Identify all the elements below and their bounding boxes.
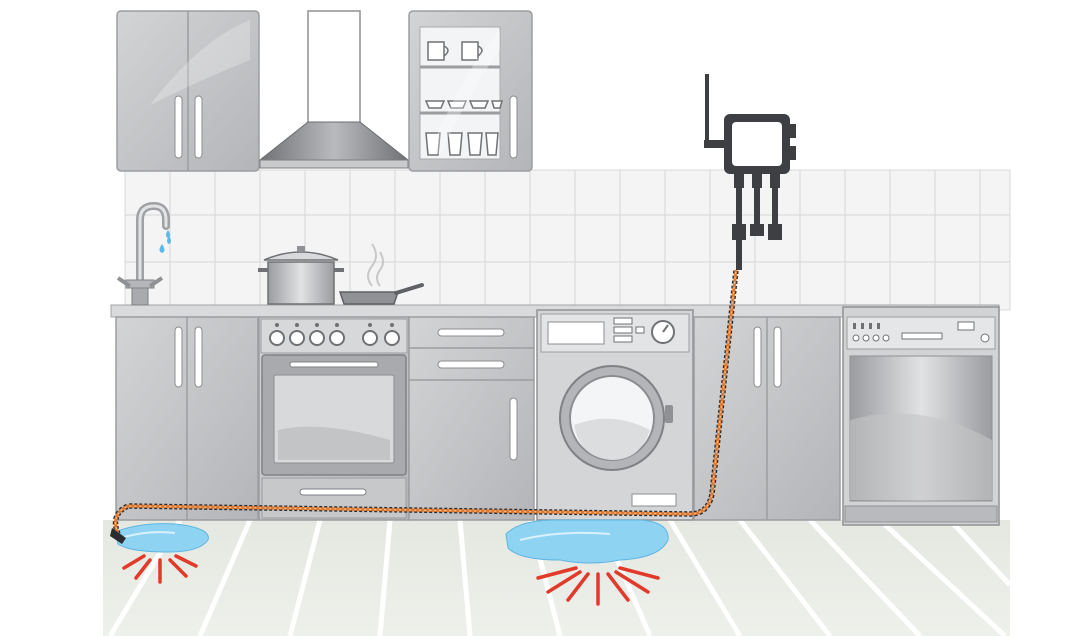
drawer-handle bbox=[437, 328, 505, 337]
cabinet-handle bbox=[174, 95, 183, 159]
bowl-icon bbox=[424, 100, 503, 109]
water-drop-icon bbox=[159, 230, 171, 253]
cabinet-handle bbox=[194, 326, 203, 388]
range-hood bbox=[258, 10, 410, 169]
cabinet-handle bbox=[773, 326, 782, 388]
base-cabinet-left bbox=[115, 316, 259, 521]
leak-alert-icon bbox=[536, 566, 660, 606]
steam-icon bbox=[367, 243, 384, 287]
faucet-icon bbox=[116, 201, 171, 306]
cable-end-icon bbox=[110, 528, 126, 544]
drawer-cabinet bbox=[408, 316, 535, 521]
pot-icon bbox=[258, 246, 344, 305]
leak-alert-icon bbox=[122, 554, 198, 584]
wall-tiles bbox=[124, 169, 1011, 311]
water-puddle bbox=[114, 523, 209, 553]
oven-knob-icon bbox=[269, 330, 400, 346]
pan-icon bbox=[338, 243, 424, 305]
washing-machine bbox=[536, 309, 694, 521]
drawer-handle bbox=[437, 360, 505, 369]
leak-sensor-hub-icon bbox=[704, 74, 796, 270]
cabinet-handle bbox=[174, 326, 183, 388]
cabinet-handle bbox=[509, 397, 518, 461]
cabinet-handle bbox=[753, 326, 762, 388]
glass-cabinet bbox=[408, 10, 533, 172]
water-puddle bbox=[505, 519, 669, 564]
dishwasher bbox=[842, 306, 1000, 526]
wall-cabinet-left bbox=[116, 10, 260, 172]
cabinet-handle bbox=[509, 95, 518, 159]
cup-icon bbox=[427, 41, 483, 61]
base-cabinet-right bbox=[693, 316, 841, 521]
sensing-cable bbox=[112, 269, 739, 536]
oven bbox=[258, 316, 410, 521]
cabinet-handle bbox=[194, 95, 203, 159]
glass-icon bbox=[425, 132, 499, 156]
